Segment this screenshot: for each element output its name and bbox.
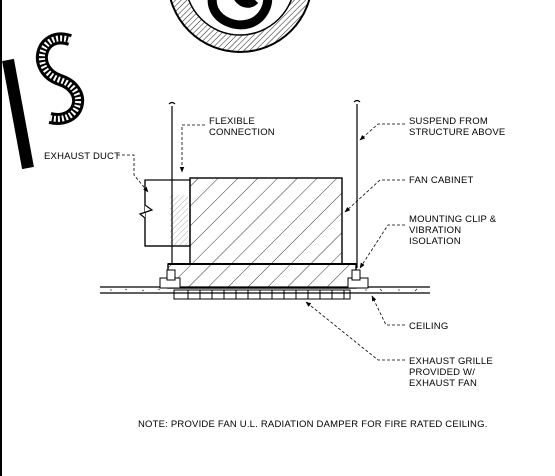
label-ceiling: CEILING xyxy=(409,321,448,332)
fan-base-housing xyxy=(167,263,357,289)
exhaust-grille xyxy=(173,289,351,300)
exhaust-duct xyxy=(138,179,191,247)
label-suspend: SUSPEND FROM STRUCTURE ABOVE xyxy=(409,116,505,138)
fan-cabinet xyxy=(189,177,343,265)
leader-lines xyxy=(117,123,405,361)
watermark-stamp xyxy=(2,0,311,170)
label-exhaust-duct: EXHAUST DUCT xyxy=(44,151,120,162)
label-fan-cabinet: FAN CABINET xyxy=(409,175,474,186)
label-mounting-clip: MOUNTING CLIP & VIBRATION ISOLATION xyxy=(409,214,499,247)
label-exhaust-grille: EXHAUST GRILLE PROVIDED W/ EXHAUST FAN xyxy=(409,356,496,389)
note-text: NOTE: PROVIDE FAN U.L. RADIATION DAMPER … xyxy=(138,419,488,430)
label-flexible-connection: FLEXIBLE CONNECTION xyxy=(209,116,275,138)
mounting-clips xyxy=(159,269,369,289)
